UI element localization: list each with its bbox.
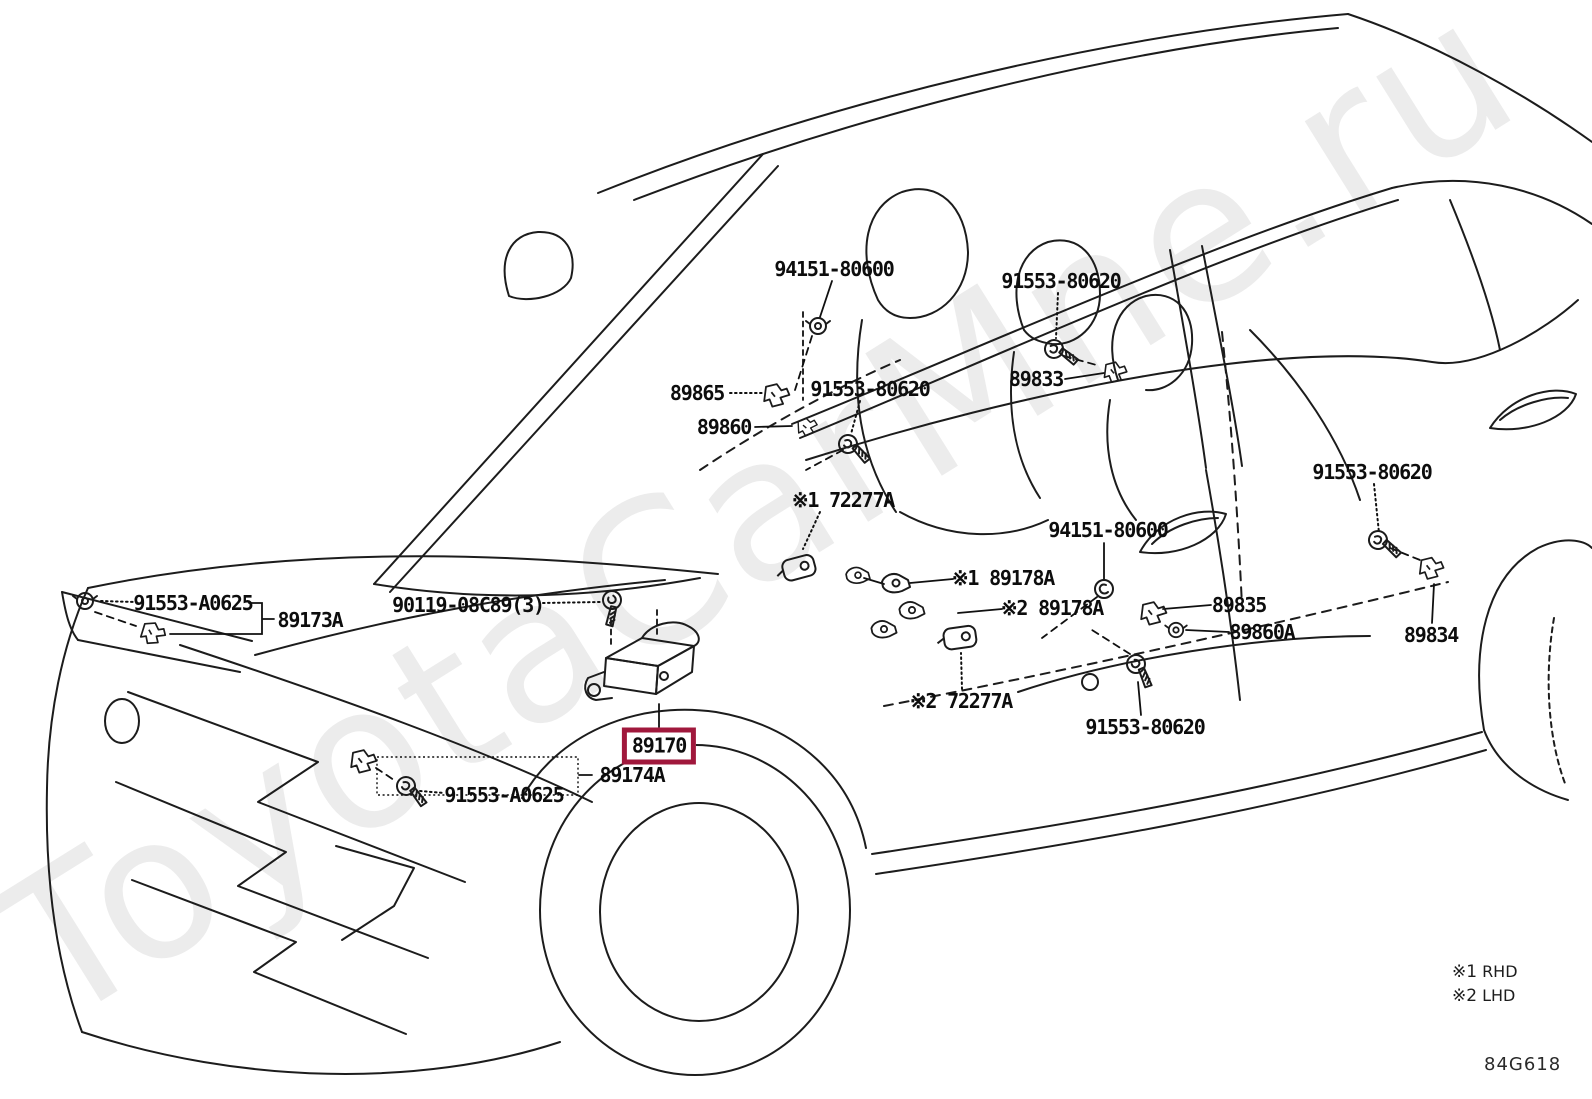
legend-rhd-symbol: ※1 bbox=[1452, 962, 1478, 982]
sensor-icon bbox=[1418, 556, 1445, 580]
part-label-91553-80620-c: 91553-80620 bbox=[1312, 460, 1432, 484]
sensor-icon bbox=[1140, 601, 1168, 626]
part-label-91553-80620-d: 91553-80620 bbox=[1085, 715, 1205, 739]
part-label-89865: 89865 bbox=[669, 381, 725, 405]
part-label-89178a-2: ※2 89178A bbox=[1000, 596, 1105, 620]
part-label-89860a: 89860A bbox=[1229, 620, 1295, 644]
bracket-icon bbox=[881, 572, 911, 594]
sensor-icon bbox=[139, 620, 168, 647]
part-label-94151-80600-a: 94151-80600 bbox=[774, 257, 894, 281]
part-label-91553-a0625-a: 91553-A0625 bbox=[133, 591, 253, 615]
bolt-icon bbox=[1365, 527, 1407, 560]
part-label-94151-80600-b: 94151-80600 bbox=[1048, 518, 1168, 542]
watermark-text: ToyotaCarMne.ru bbox=[0, 0, 1554, 1068]
leader-lines bbox=[94, 280, 1435, 796]
part-label-91553-a0625-b: 91553-A0625 bbox=[444, 783, 564, 807]
part-label-72277a-2: ※2 72277A bbox=[909, 689, 1014, 713]
nut-icon bbox=[1164, 621, 1188, 639]
highlighted-part-number: 89170 bbox=[631, 733, 687, 758]
drawing-code: 84G618 bbox=[1484, 1054, 1562, 1075]
part-label-72277a-1: ※1 72277A bbox=[791, 488, 896, 512]
part-label-89833: 89833 bbox=[1008, 367, 1064, 391]
part-label-89178a-1: ※1 89178A bbox=[951, 566, 1056, 590]
part-label-89835: 89835 bbox=[1211, 593, 1267, 617]
part-label-89174a: 89174A bbox=[599, 763, 665, 787]
part-label-89860: 89860 bbox=[696, 415, 752, 439]
car-body-outline bbox=[45, 13, 1592, 1076]
buckle-icon bbox=[934, 624, 979, 653]
bracket-icon bbox=[870, 620, 898, 639]
part-label-91553-80620-b: 91553-80620 bbox=[810, 377, 930, 401]
legend-lhd-label: LHD bbox=[1482, 985, 1516, 1005]
part-label-89173a: 89173A bbox=[277, 608, 343, 632]
bracket-icon bbox=[898, 601, 926, 620]
legend-lhd-symbol: ※2 bbox=[1452, 985, 1478, 1006]
highlighted-part-label-89170: 89170 bbox=[621, 727, 697, 765]
airbag-ecu-module bbox=[584, 621, 700, 701]
legend-rhd-label: RHD bbox=[1482, 962, 1518, 981]
part-label-89834: 89834 bbox=[1403, 623, 1459, 647]
part-label-91553-80620-a: 91553-80620 bbox=[1001, 269, 1121, 293]
part-label-90119-08c89: 90119-08C89(3) bbox=[392, 593, 545, 617]
